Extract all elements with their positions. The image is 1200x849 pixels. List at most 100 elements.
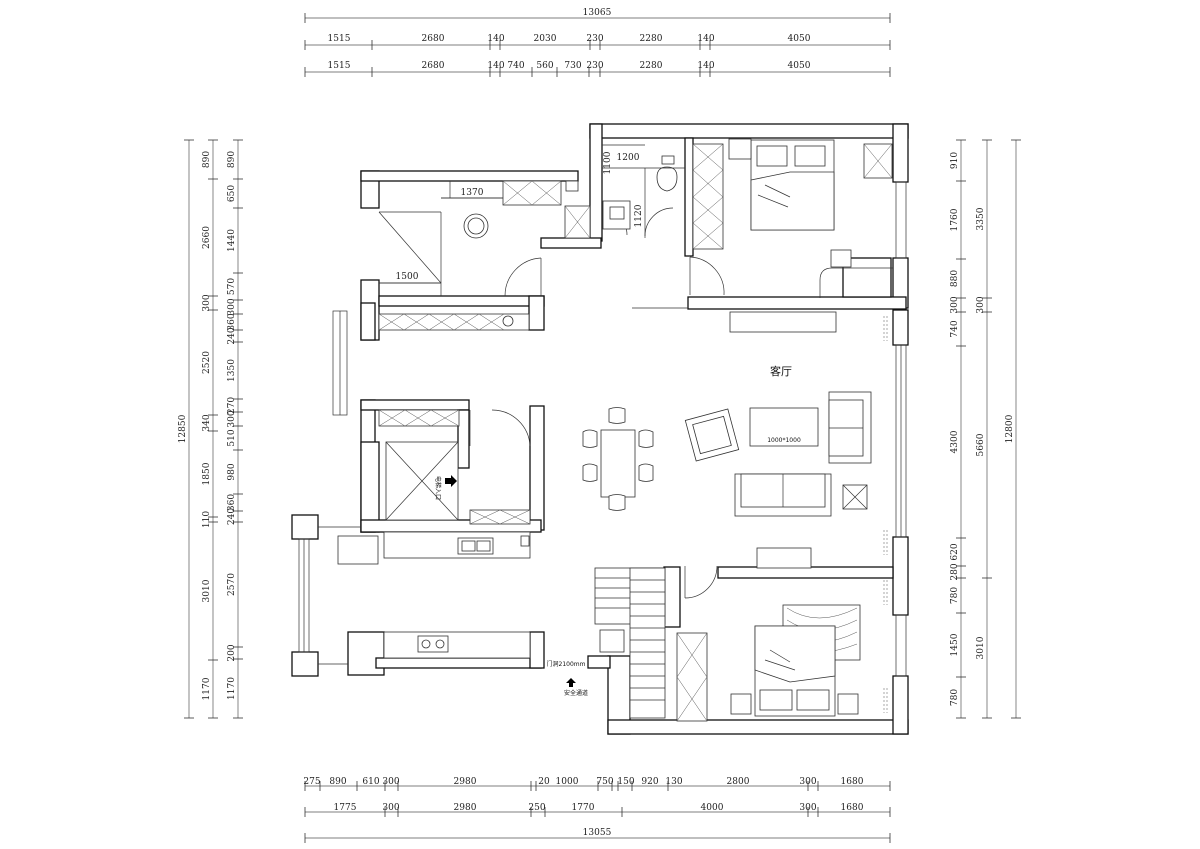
walls xyxy=(291,123,909,735)
bot-r1-1: 890 xyxy=(329,777,346,787)
left-total-dim: 12850 xyxy=(178,414,188,443)
bot-r2-1: 300 xyxy=(382,803,399,813)
right-inner-9: 1450 xyxy=(950,633,960,656)
bot-r1-4: 2980 xyxy=(454,777,477,787)
door-note: 门洞2100mm xyxy=(547,660,586,668)
left-inner-16: 1170 xyxy=(227,677,237,700)
dim-1370: 1370 xyxy=(461,188,484,198)
right-outer-0: 3350 xyxy=(976,207,986,230)
right-outer-3: 3010 xyxy=(976,636,986,659)
top-r1-7: 4050 xyxy=(788,34,811,44)
bot-r2-2: 2980 xyxy=(454,803,477,813)
right-inner-3: 300 xyxy=(950,296,960,313)
left-inner-12: 360 xyxy=(227,494,237,511)
bot-r1-6: 1000 xyxy=(556,777,579,787)
top-r1-3: 2030 xyxy=(534,34,557,44)
left-inner-2: 1440 xyxy=(227,229,237,252)
top-r2-2: 140 xyxy=(487,61,504,71)
right-inner-0: 910 xyxy=(950,152,960,169)
left-inner-4: 300 xyxy=(227,298,237,315)
windows xyxy=(298,181,907,677)
bot-r1-5: 20 xyxy=(538,777,550,787)
left-inner-0: 890 xyxy=(227,151,237,168)
left-inner-11: 980 xyxy=(227,463,237,480)
interior-dims: 1370 1500 1200 1100 1120 xyxy=(379,151,644,284)
left-inner-15: 200 xyxy=(227,644,237,661)
top-r2-8: 140 xyxy=(697,61,714,71)
furniture: 1000*1000 xyxy=(337,138,893,722)
left-inner-3: 570 xyxy=(227,278,237,295)
left-outer-6: 110 xyxy=(202,511,212,528)
left-outer-8: 1170 xyxy=(202,677,212,700)
cabinet-strips xyxy=(378,143,893,722)
left-inner-1: 650 xyxy=(227,185,237,202)
left-outer-0: 890 xyxy=(202,151,212,168)
bottom-total-dim: 13055 xyxy=(583,828,612,838)
dim-1200: 1200 xyxy=(617,153,640,163)
exit-label: 安全通道 xyxy=(564,689,588,697)
bot-r1-3: 300 xyxy=(382,777,399,787)
right-inner-2: 880 xyxy=(950,270,960,287)
dining-chairs xyxy=(582,407,654,511)
bot-r2-6: 300 xyxy=(799,803,816,813)
bot-r2-0: 1775 xyxy=(334,803,357,813)
elevator-label: 电梯入口 xyxy=(434,476,442,500)
exit-marker: 安全通道 门洞2100mm xyxy=(547,660,588,697)
left-inner-14: 2570 xyxy=(227,573,237,596)
right-inner-1: 1760 xyxy=(950,208,960,231)
left-outer-1: 2660 xyxy=(202,226,212,249)
bot-r1-2: 610 xyxy=(362,777,379,787)
right-inner-8: 780 xyxy=(950,587,960,604)
dim-1500: 1500 xyxy=(396,272,419,282)
top-r1-1: 2680 xyxy=(422,34,445,44)
bot-r1-8: 150 xyxy=(617,777,634,787)
bot-r2-4: 1770 xyxy=(572,803,595,813)
bot-r1-11: 2800 xyxy=(727,777,750,787)
table-size-label: 1000*1000 xyxy=(767,437,801,444)
bot-r2-7: 1680 xyxy=(841,803,864,813)
top-r1-6: 140 xyxy=(697,34,714,44)
top-dimensions: 13065 1515 2680 140 2030 230 2280 140 40… xyxy=(304,8,891,77)
left-inner-8: 270 xyxy=(227,397,237,414)
right-inner-7: 280 xyxy=(950,563,960,580)
dim-1100: 1100 xyxy=(603,151,613,174)
bot-r1-13: 1680 xyxy=(841,777,864,787)
top-r2-7: 2280 xyxy=(640,61,663,71)
top-r2-0: 1515 xyxy=(328,61,351,71)
right-inner-10: 780 xyxy=(950,689,960,706)
bot-r1-9: 920 xyxy=(641,777,658,787)
top-total-dim: 13065 xyxy=(583,8,612,18)
right-total-dim: 12800 xyxy=(1005,414,1015,443)
bot-r1-0: 275 xyxy=(303,777,320,787)
top-r2-3: 740 xyxy=(507,61,524,71)
top-r2-5: 730 xyxy=(564,61,581,71)
top-r2-1: 2680 xyxy=(422,61,445,71)
left-outer-2: 300 xyxy=(202,294,212,311)
bot-r2-3: 250 xyxy=(528,803,545,813)
right-inner-6: 620 xyxy=(950,543,960,560)
top-r2-4: 560 xyxy=(536,61,553,71)
bot-r2-5: 4000 xyxy=(701,803,724,813)
top-r1-2: 140 xyxy=(487,34,504,44)
left-inner-13: 240 xyxy=(227,508,237,525)
left-inner-9: 300 xyxy=(227,410,237,427)
dim-1120: 1120 xyxy=(634,204,644,227)
bottom-dimensions: 275 890 610 300 2980 20 1000 750 150 920… xyxy=(303,777,891,843)
right-dimensions: 12800 9101760880300740430062028078014507… xyxy=(950,139,1021,719)
top-r1-4: 230 xyxy=(586,34,603,44)
top-r2-9: 4050 xyxy=(788,61,811,71)
right-inner-4: 740 xyxy=(950,320,960,337)
left-outer-5: 1850 xyxy=(202,462,212,485)
left-outer-4: 340 xyxy=(202,414,212,431)
left-inner-7: 1350 xyxy=(227,359,237,382)
left-inner-6: 240 xyxy=(227,327,237,344)
bot-r1-10: 130 xyxy=(665,777,682,787)
left-inner-10: 510 xyxy=(227,429,237,446)
bot-r1-7: 750 xyxy=(596,777,613,787)
left-inner-5: 360 xyxy=(227,313,237,330)
right-outer-2: 5660 xyxy=(976,433,986,456)
left-outer-3: 2520 xyxy=(202,351,212,374)
living-room-label: 客厅 xyxy=(770,364,792,378)
